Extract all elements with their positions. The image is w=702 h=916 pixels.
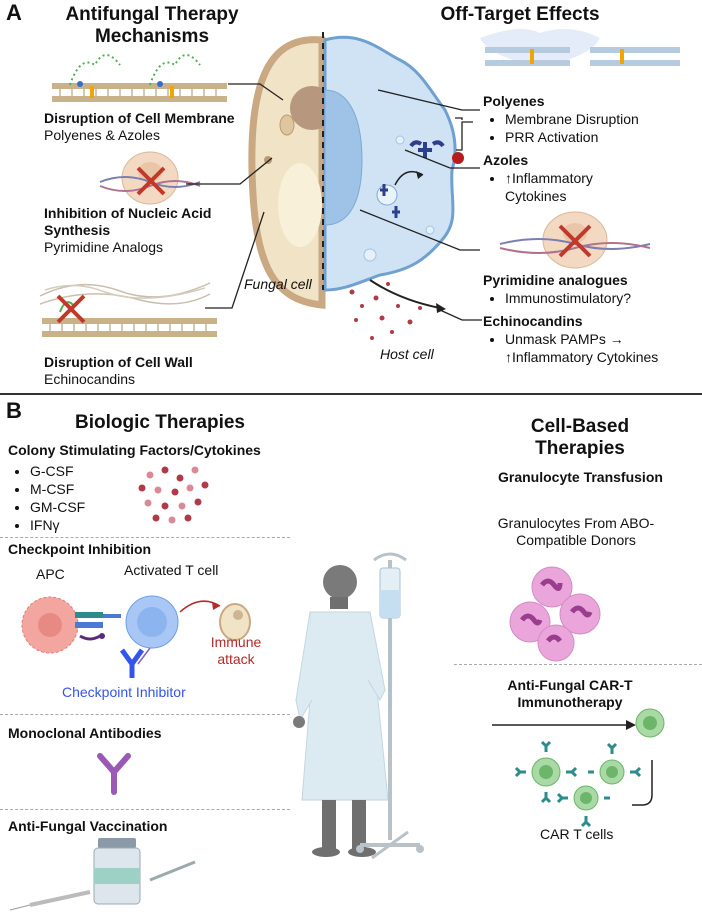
granulocyte-description: Granulocytes From ABO-Compatible Donors bbox=[497, 515, 655, 548]
cart-title: Anti-Fungal CAR-T Immunotherapy bbox=[507, 677, 633, 710]
mechanism-subtitle: Pyrimidine Analogs bbox=[44, 239, 164, 255]
nucleic-acid-cell-illustration bbox=[99, 151, 201, 205]
effect-title: Polyenes bbox=[483, 93, 545, 109]
effect-title: Pyrimidine analogues bbox=[483, 272, 628, 288]
connector-lines-a bbox=[186, 83, 482, 321]
mechanism-title: Disruption of Cell Wall bbox=[44, 354, 193, 370]
effect-pyrimidine: Pyrimidine analogues Immunostimulatory? bbox=[483, 272, 698, 307]
mechanism-membrane: Disruption of Cell Membrane Polyenes & A… bbox=[44, 110, 264, 144]
csf-list: G-CSF M-CSF GM-CSF IFNγ bbox=[8, 462, 85, 534]
cytokine-dots-illustration bbox=[138, 466, 209, 524]
mechanism-nucleic-acid: Inhibition of Nucleic Acid Synthesis Pyr… bbox=[44, 205, 244, 256]
checkpoint-illustration bbox=[21, 595, 251, 678]
section-divider bbox=[0, 714, 290, 715]
patient-illustration bbox=[293, 565, 389, 857]
mechanism-title: Disruption of Cell Membrane bbox=[44, 110, 235, 126]
cytokine-release-illustration bbox=[349, 282, 422, 340]
mechanism-cell-wall: Disruption of Cell Wall Echinocandins bbox=[44, 354, 244, 388]
panel-a-left-title: Antifungal Therapy Mechanisms bbox=[65, 4, 239, 47]
cell-wall-illustration bbox=[39, 282, 217, 337]
membrane-illustration-left bbox=[52, 54, 227, 102]
release-arrow bbox=[369, 279, 441, 309]
panel-separator bbox=[0, 393, 702, 395]
granulocyte-transfusion-title: Granulocyte Transfusion bbox=[498, 469, 663, 485]
mechanism-subtitle: Echinocandins bbox=[44, 371, 136, 387]
effect-item: Unmask PAMPs → ↑Inflammatory Cytokines bbox=[505, 330, 698, 366]
vaccine-illustration bbox=[9, 838, 196, 911]
effect-title: Echinocandins bbox=[483, 313, 583, 329]
effect-item: Membrane Disruption bbox=[505, 110, 698, 128]
csf-title: Colony Stimulating Factors/Cytokines bbox=[8, 442, 261, 458]
antibody-illustration bbox=[97, 753, 131, 795]
apc-label: APC bbox=[36, 566, 65, 582]
biologic-therapies-title: Biologic Therapies bbox=[75, 412, 245, 433]
csf-item: M-CSF bbox=[30, 480, 85, 498]
fungal-cell-label: Fungal cell bbox=[244, 276, 312, 292]
checkpoint-inhibitor-label: Checkpoint Inhibitor bbox=[62, 684, 186, 700]
fungal-cell-illustration bbox=[248, 36, 334, 309]
cart-cells-label: CAR T cells bbox=[540, 826, 614, 842]
section-divider bbox=[0, 537, 290, 538]
effect-item: Immunostimulatory? bbox=[505, 289, 698, 307]
host-membrane-illustration bbox=[480, 29, 680, 66]
monoclonal-antibodies-title: Monoclonal Antibodies bbox=[8, 725, 162, 741]
effect-echinocandins: Echinocandins Unmask PAMPs → ↑Inflammato… bbox=[483, 313, 698, 366]
granulocytes-illustration bbox=[509, 566, 601, 662]
effect-item: PRR Activation bbox=[505, 128, 698, 146]
host-cell-illustration bbox=[323, 35, 464, 292]
panel-a-right-title: Off-Target Effects bbox=[440, 4, 600, 25]
immune-attack-label: Immune attack bbox=[210, 634, 262, 667]
panel-b-letter: B bbox=[6, 398, 22, 423]
csf-item: G-CSF bbox=[30, 462, 85, 480]
section-divider bbox=[454, 664, 702, 665]
csf-item: GM-CSF bbox=[30, 498, 85, 516]
effect-item: ↑Inflammatory Cytokines bbox=[505, 169, 658, 205]
mechanism-subtitle: Polyenes & Azoles bbox=[44, 127, 160, 143]
cell-based-therapies-title: Cell-Based Therapies bbox=[530, 416, 630, 459]
panel-a-letter: A bbox=[6, 0, 22, 25]
tcell-label: Activated T cell bbox=[124, 562, 219, 578]
host-nucleic-acid-illustration bbox=[499, 211, 651, 269]
iv-pole-illustration bbox=[356, 552, 424, 860]
checkpoint-title: Checkpoint Inhibition bbox=[8, 541, 152, 557]
csf-item: IFNγ bbox=[30, 516, 85, 534]
cart-illustration bbox=[492, 708, 665, 828]
effect-azoles: Azoles ↑Inflammatory Cytokines bbox=[483, 152, 658, 205]
effect-polyenes: Polyenes Membrane Disruption PRR Activat… bbox=[483, 93, 698, 146]
effect-title: Azoles bbox=[483, 152, 529, 168]
section-divider bbox=[0, 809, 290, 810]
mechanism-title: Inhibition of Nucleic Acid Synthesis bbox=[44, 205, 212, 238]
vaccination-title: Anti-Fungal Vaccination bbox=[8, 818, 168, 834]
host-cell-label: Host cell bbox=[380, 346, 434, 362]
